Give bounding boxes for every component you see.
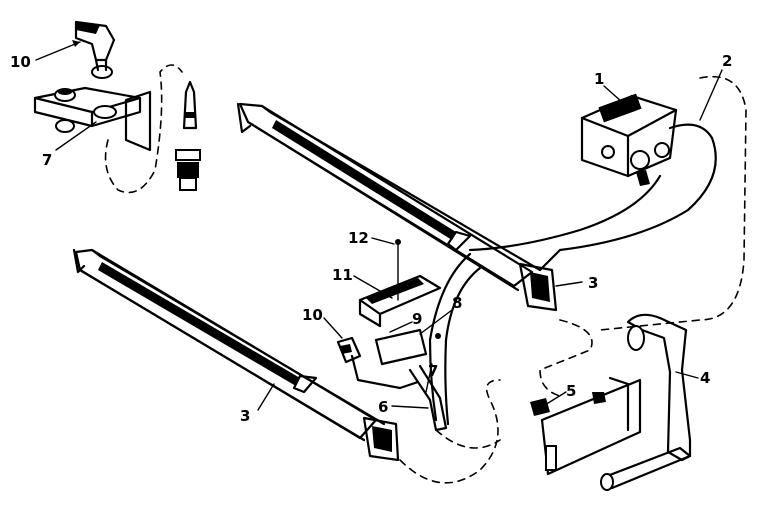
callout-1: 1 [594, 70, 604, 88]
pilot-assembly [336, 239, 448, 432]
lower-burner-tube [72, 248, 400, 462]
callout-2: 2 [722, 52, 732, 70]
callouts: 10 7 1 2 12 11 3 10 9 8 7 6 5 4 3 [10, 52, 732, 425]
mounting-bracket [530, 313, 692, 491]
pilot-bracket-assembly [33, 20, 183, 194]
callout-8: 8 [452, 294, 462, 312]
upper-burner-tube [236, 102, 558, 312]
callout-3-lower: 3 [240, 407, 250, 425]
callout-9: 9 [412, 310, 422, 328]
callout-3-upper: 3 [588, 274, 598, 292]
callout-10-mid: 10 [302, 306, 323, 324]
callout-7-top: 7 [42, 151, 52, 169]
callout-7-mid: 7 [428, 362, 438, 380]
callout-10-top: 10 [10, 53, 31, 71]
callout-12: 12 [348, 229, 369, 247]
gas-control-valve [580, 93, 678, 186]
callout-4: 4 [700, 369, 710, 387]
callout-6: 6 [378, 398, 388, 416]
callout-11: 11 [332, 266, 353, 284]
orifice-fitting [175, 80, 201, 191]
leader-lines [35, 40, 723, 411]
gas-line [538, 123, 717, 272]
callout-5: 5 [566, 382, 576, 400]
